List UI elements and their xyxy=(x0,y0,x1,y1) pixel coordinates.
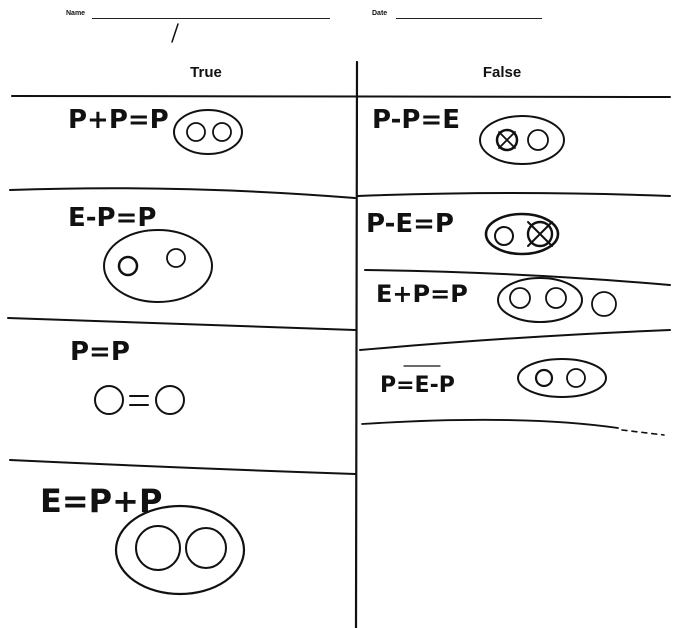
set-oval xyxy=(103,229,213,303)
scribbled-circle xyxy=(117,255,139,277)
date-line xyxy=(396,18,542,19)
true-item-3-equation: P=P xyxy=(70,337,130,367)
set-oval xyxy=(479,115,565,165)
true-item-1: P+P=P xyxy=(68,105,243,155)
true-row-line-2 xyxy=(7,317,356,331)
true-item-2: E-P=P xyxy=(68,203,213,303)
pen-mark xyxy=(171,23,179,43)
true-item-3: P=P xyxy=(70,337,185,415)
proton-circle xyxy=(591,291,617,317)
name-label: Name xyxy=(66,10,86,17)
proton-circle xyxy=(527,129,549,151)
proton-circle xyxy=(566,368,586,388)
true-item-4: E=P+P xyxy=(40,482,246,596)
header-rule xyxy=(11,95,671,98)
false-item-4: P=E-P xyxy=(380,358,607,398)
true-row-line-3 xyxy=(9,459,356,475)
proton-circle xyxy=(545,287,567,309)
scribbled-circle xyxy=(495,128,519,152)
false-item-1-equation: P-P=E xyxy=(372,105,460,135)
cross-mark xyxy=(498,131,516,149)
false-column-title: False xyxy=(482,64,522,81)
set-oval xyxy=(114,504,246,596)
set-oval xyxy=(484,212,560,256)
scribbled-circle xyxy=(526,220,554,248)
proton-circle xyxy=(135,525,181,571)
column-divider xyxy=(354,60,359,628)
proton-circle xyxy=(185,527,227,569)
false-row-line-4-tail xyxy=(621,429,665,436)
set-oval xyxy=(497,277,583,323)
false-item-4-equation: P=E-P xyxy=(380,373,455,398)
proton-circle xyxy=(494,226,514,246)
false-row-line-2 xyxy=(364,269,671,286)
set-oval xyxy=(173,109,243,155)
true-column-title: True xyxy=(190,64,222,81)
true-row-line-1 xyxy=(9,187,356,199)
false-item-1: P-P=E xyxy=(372,105,565,165)
proton-circle xyxy=(186,122,206,142)
false-row-line-3 xyxy=(359,329,671,351)
false-item-3: E+P=P xyxy=(376,277,617,323)
proton-circle xyxy=(509,287,531,309)
equals-sign xyxy=(129,395,149,406)
proton-circle xyxy=(94,385,124,415)
proton-circle xyxy=(155,385,185,415)
false-row-line-1 xyxy=(357,192,671,197)
true-item-2-equation: E-P=P xyxy=(68,203,156,233)
proton-circle xyxy=(166,248,186,268)
scribbled-circle xyxy=(534,368,554,388)
date-label: Date xyxy=(372,10,388,17)
cross-mark xyxy=(527,221,553,247)
false-item-3-equation: E+P=P xyxy=(376,280,468,308)
set-oval xyxy=(517,358,607,398)
true-item-1-equation: P+P=P xyxy=(68,105,169,135)
proton-circle xyxy=(212,122,232,142)
false-item-2: P-E=P xyxy=(366,209,560,256)
name-line xyxy=(92,18,330,19)
false-row-line-4 xyxy=(361,418,619,429)
false-item-2-equation: P-E=P xyxy=(366,209,454,239)
